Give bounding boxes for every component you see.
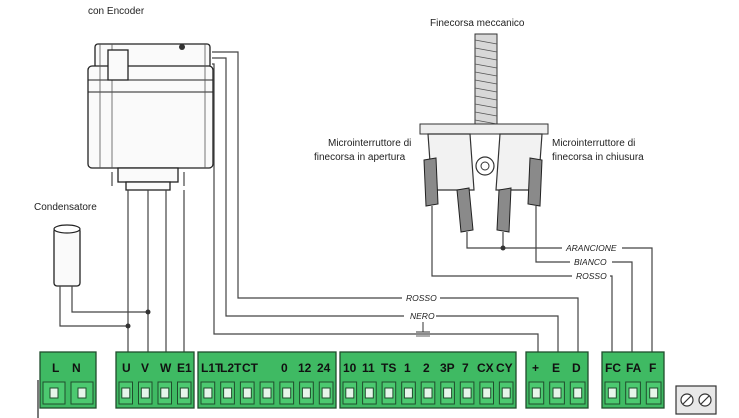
screw-head [607, 387, 617, 399]
terminal-TS: TS [381, 361, 396, 375]
screw-head [552, 387, 562, 399]
terminal-N: N [72, 361, 81, 375]
wire-label-rosso-2: ROSSO [572, 270, 610, 281]
screw-head [531, 387, 541, 399]
svg-text:ARANCIONE: ARANCIONE [565, 243, 617, 253]
terminal-CX: CX [477, 361, 494, 375]
mechanical-limit-switch [419, 33, 549, 233]
encoder-wires [212, 51, 579, 360]
capacitor-label: Condensatore [34, 202, 97, 213]
screw-head [649, 387, 659, 399]
wire-label-rosso-1: ROSSO [402, 292, 440, 303]
screw-head [77, 387, 87, 399]
screw-head [223, 387, 233, 399]
limit-switch-title: Finecorsa meccanico [430, 18, 525, 29]
wire-label-arancione: ARANCIONE [562, 242, 622, 253]
screw-head [573, 387, 583, 399]
screw-head [321, 387, 331, 399]
terminal-24: 24 [317, 361, 331, 375]
screw-head [242, 387, 252, 399]
terminal-screws [42, 381, 662, 405]
micro-open-label-2: finecorsa in apertura [314, 152, 406, 163]
terminal-L: L [52, 361, 59, 375]
motor-wires [59, 190, 185, 360]
screw-head [482, 387, 492, 399]
screw-head [203, 387, 213, 399]
screw-head [262, 387, 272, 399]
svg-text:NERO: NERO [410, 311, 435, 321]
micro-close-label-2: finecorsa in chiusura [552, 152, 644, 163]
screw-head [179, 387, 189, 399]
screw-head [628, 387, 638, 399]
terminal-CT: CT [242, 361, 259, 375]
screw-head [501, 387, 511, 399]
screw-head [282, 387, 292, 399]
terminal-U: U [122, 361, 131, 375]
terminal-E: E [552, 361, 560, 375]
connector-block [675, 385, 717, 415]
screw-head [462, 387, 472, 399]
terminal-0: 0 [281, 361, 288, 375]
terminal-7: 7 [462, 361, 469, 375]
screw-head [403, 387, 413, 399]
terminal-E1: E1 [177, 361, 192, 375]
screw-head [160, 387, 170, 399]
wire-label-nero: NERO [404, 310, 436, 321]
screw-head [423, 387, 433, 399]
screw-head [140, 387, 150, 399]
motor-encoder [87, 43, 214, 191]
screw-head [121, 387, 131, 399]
terminal-L2T: L2T [220, 361, 242, 375]
svg-text:BIANCO: BIANCO [574, 257, 607, 267]
terminal-W: W [160, 361, 172, 375]
svg-text:ROSSO: ROSSO [576, 271, 607, 281]
svg-text:ROSSO: ROSSO [406, 293, 437, 303]
micro-open-label-1: Microinterruttore di [328, 138, 411, 149]
screw-head [364, 387, 374, 399]
capacitor [53, 224, 81, 287]
terminal-FC: FC [605, 361, 621, 375]
screw-head [443, 387, 453, 399]
terminal-10: 10 [343, 361, 357, 375]
screw-head [384, 387, 394, 399]
screw-head [345, 387, 355, 399]
terminal-L1T: L1T [201, 361, 223, 375]
terminal-12: 12 [298, 361, 312, 375]
terminal-F: F [649, 361, 656, 375]
earth-icon [416, 322, 430, 337]
terminal-D: D [572, 361, 581, 375]
terminal-FA: FA [626, 361, 642, 375]
terminal-1: 1 [404, 361, 411, 375]
terminal-11: 11 [362, 361, 375, 375]
screw-head [301, 387, 311, 399]
motor-caption: con Encoder [88, 6, 145, 17]
screw-head [49, 387, 59, 399]
terminal-V: V [141, 361, 149, 375]
terminal-CY: CY [496, 361, 513, 375]
micro-close-label-1: Microinterruttore di [552, 138, 635, 149]
terminal-2: 2 [423, 361, 430, 375]
terminal-plus: + [532, 361, 539, 375]
terminal-3P: 3P [440, 361, 455, 375]
wire-label-bianco: BIANCO [570, 256, 612, 267]
